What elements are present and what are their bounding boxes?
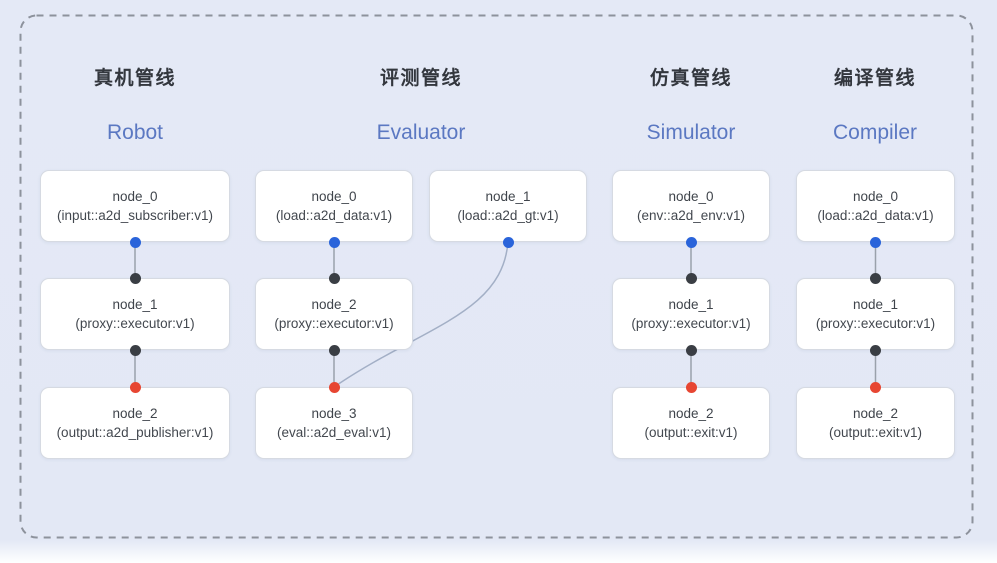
node-type-label: (input::a2d_subscriber:v1)	[56, 207, 214, 223]
node-type-label: (proxy::executor:v1)	[631, 315, 751, 331]
node-type-label: (output::exit:v1)	[828, 424, 923, 440]
node-type-label: (load::a2d_data:v1)	[275, 207, 393, 223]
pipeline-title-zh-compiler: 编译管线	[833, 68, 917, 89]
pipeline-title-en-compiler: Compiler	[832, 121, 918, 144]
node-name-label: node_1	[112, 297, 158, 312]
node-box-robot-node_1: node_1(proxy::executor:v1)	[40, 278, 230, 350]
node-box-compiler-node_2: node_2(output::exit:v1)	[796, 387, 955, 459]
pipeline-title-en-evaluator: Evaluator	[376, 121, 466, 144]
node-name-label: node_0	[311, 189, 357, 204]
node-name-label: node_0	[852, 189, 899, 204]
node-box-evaluator-node_0: node_0(load::a2d_data:v1)	[255, 170, 413, 242]
node-name-label: node_2	[311, 297, 357, 312]
node-name-label: node_2	[668, 406, 714, 421]
node-box-robot-node_2: node_2(output::a2d_publisher:v1)	[40, 387, 230, 459]
node-name-label: node_0	[112, 189, 158, 204]
pipeline-title-en-robot: Robot	[106, 121, 164, 144]
node-box-evaluator-node_3: node_3(eval::a2d_eval:v1)	[255, 387, 413, 459]
node-type-label: (proxy::executor:v1)	[815, 315, 936, 331]
node-name-label: node_1	[485, 189, 531, 204]
node-box-compiler-node_0: node_0(load::a2d_data:v1)	[796, 170, 955, 242]
node-box-simulator-node_2: node_2(output::exit:v1)	[612, 387, 770, 459]
node-type-label: (proxy::executor:v1)	[274, 315, 394, 331]
node-box-simulator-node_1: node_1(proxy::executor:v1)	[612, 278, 770, 350]
node-box-simulator-node_0: node_0(env::a2d_env:v1)	[612, 170, 770, 242]
node-name-label: node_2	[852, 406, 899, 421]
pipeline-title-zh-evaluator: 评测管线	[379, 68, 463, 89]
node-name-label: node_3	[311, 406, 357, 421]
edge-evaluator-node_1-node_3	[333, 241, 509, 388]
node-box-robot-node_0: node_0(input::a2d_subscriber:v1)	[40, 170, 230, 242]
pipeline-title-zh-robot: 真机管线	[93, 68, 177, 89]
node-type-label: (proxy::executor:v1)	[75, 315, 195, 331]
node-type-label: (env::a2d_env:v1)	[636, 207, 746, 223]
node-box-evaluator-node_2: node_2(proxy::executor:v1)	[255, 278, 413, 350]
node-name-label: node_1	[852, 297, 899, 312]
node-box-evaluator-node_1: node_1(load::a2d_gt:v1)	[429, 170, 587, 242]
node-type-label: (load::a2d_data:v1)	[817, 207, 934, 223]
node-type-label: (output::exit:v1)	[644, 424, 738, 440]
pipeline-title-zh-simulator: 仿真管线	[649, 68, 733, 89]
node-name-label: node_1	[668, 297, 714, 312]
dashed-container-frame	[19, 14, 974, 539]
node-type-label: (load::a2d_gt:v1)	[457, 207, 559, 223]
pipeline-title-en-simulator: Simulator	[646, 121, 736, 144]
node-name-label: node_2	[112, 406, 158, 421]
node-type-label: (eval::a2d_eval:v1)	[276, 424, 392, 440]
node-box-compiler-node_1: node_1(proxy::executor:v1)	[796, 278, 955, 350]
node-type-label: (output::a2d_publisher:v1)	[56, 424, 214, 440]
node-name-label: node_0	[668, 189, 714, 204]
